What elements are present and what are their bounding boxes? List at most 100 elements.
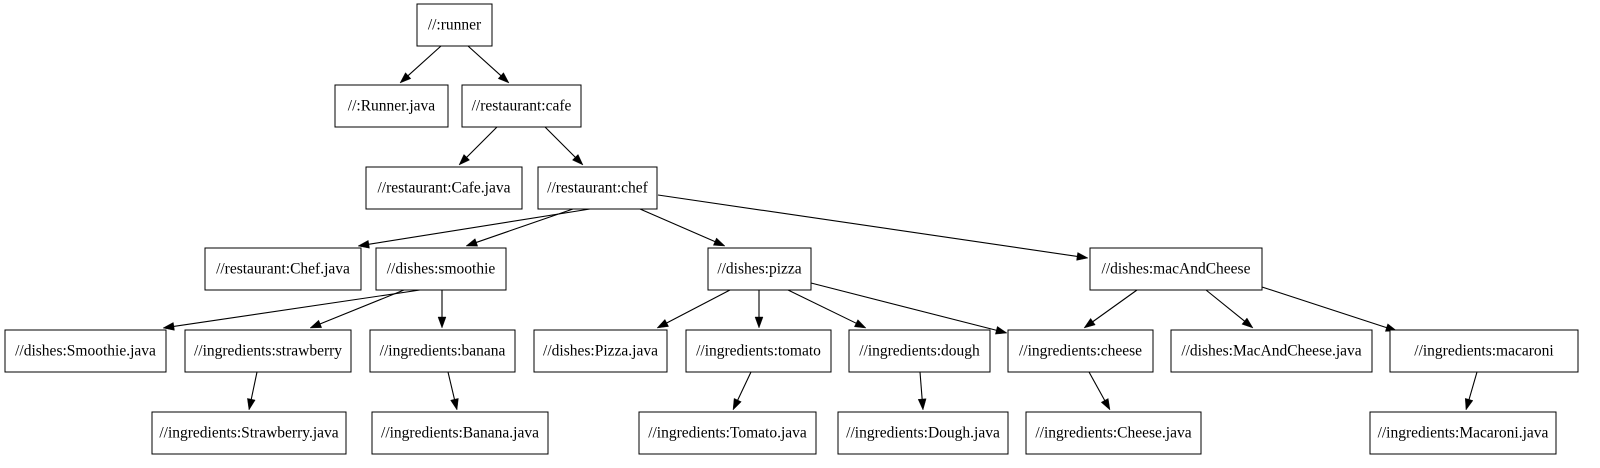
node-label: //restaurant:Cafe.java (378, 180, 511, 197)
edge-line (639, 208, 717, 243)
graph-node-ing_strawberry[interactable]: //ingredients:strawberry (184, 329, 352, 373)
node-label: //ingredients:cheese (1019, 343, 1142, 360)
edge-arrowhead (450, 398, 459, 411)
graph-node-ing_tomato[interactable]: //ingredients:tomato (685, 329, 832, 373)
node-label: //restaurant:cafe (472, 98, 572, 115)
graph-node-cheese_java[interactable]: //ingredients:Cheese.java (1025, 411, 1202, 455)
graph-node-ing_banana[interactable]: //ingredients:banana (369, 329, 516, 373)
graph-edge (309, 289, 405, 329)
edge-arrowhead (854, 319, 867, 329)
node-box[interactable] (375, 247, 507, 291)
node-box[interactable] (1007, 329, 1154, 373)
node-box[interactable] (848, 329, 991, 373)
node-box[interactable] (334, 84, 449, 128)
graph-node-runner_java[interactable]: //:Runner.java (334, 84, 449, 128)
nodes-layer: //:runner //:Runner.java //restaurant:cafe… (4, 3, 1579, 455)
graph-edge (732, 371, 752, 411)
edge-arrowhead (995, 326, 1008, 335)
graph-node-banana_java[interactable]: //ingredients:Banana.java (371, 411, 549, 455)
edge-line (1467, 371, 1478, 402)
graph-edge (162, 289, 421, 331)
node-label: //restaurant:Chef.java (216, 261, 350, 278)
graph-node-pizza_java[interactable]: //dishes:Pizza.java (533, 329, 668, 373)
graph-edge (467, 45, 510, 84)
node-box[interactable] (533, 329, 668, 373)
node-label: //dishes:smoothie (387, 261, 496, 278)
node-box[interactable] (371, 411, 549, 455)
node-label: //ingredients:Dough.java (846, 425, 1000, 442)
graph-node-cafe_java[interactable]: //restaurant:Cafe.java (365, 166, 523, 210)
node-label: //dishes:Smoothie.java (15, 343, 156, 360)
graph-node-runner[interactable]: //:runner (416, 3, 493, 47)
graph-node-ing_macaroni[interactable]: //ingredients:macaroni (1389, 329, 1579, 373)
edge-arrowhead (1241, 317, 1254, 329)
graph-edge (1261, 286, 1398, 332)
graph-edge (399, 45, 442, 84)
edge-line (464, 126, 498, 160)
node-box[interactable] (184, 329, 352, 373)
graph-node-ing_dough[interactable]: //ingredients:dough (848, 329, 991, 373)
graph-node-tomato_java[interactable]: //ingredients:Tomato.java (638, 411, 817, 455)
graph-node-restaurant_cafe[interactable]: //restaurant:cafe (461, 84, 582, 128)
edge-arrowhead (1464, 398, 1474, 411)
node-box[interactable] (1369, 411, 1557, 455)
graph-node-dishes_macncheese[interactable]: //dishes:macAndCheese (1089, 247, 1263, 291)
graph-edge (1083, 289, 1138, 329)
node-label: //restaurant:chef (547, 180, 649, 197)
edge-arrowhead (1076, 252, 1089, 261)
node-box[interactable] (685, 329, 832, 373)
node-box[interactable] (4, 329, 167, 373)
node-label: //dishes:macAndCheese (1102, 261, 1251, 278)
edge-line (250, 371, 258, 402)
edge-arrowhead (1083, 317, 1096, 329)
edge-line (447, 371, 456, 402)
node-box[interactable] (1170, 329, 1373, 373)
node-box[interactable] (1089, 247, 1263, 291)
node-box[interactable] (837, 411, 1009, 455)
graph-node-dishes_smoothie[interactable]: //dishes:smoothie (375, 247, 507, 291)
node-box[interactable] (638, 411, 817, 455)
edge-arrowhead (458, 154, 470, 166)
graph-edge (1088, 371, 1111, 411)
graph-node-dishes_pizza[interactable]: //dishes:pizza (707, 247, 812, 291)
edge-line (810, 282, 999, 332)
graph-node-smoothie_java[interactable]: //dishes:Smoothie.java (4, 329, 167, 373)
edge-arrowhead (713, 237, 726, 247)
graph-node-macaroni_java[interactable]: //ingredients:Macaroni.java (1369, 411, 1557, 455)
graph-node-macncheese_java[interactable]: //dishes:MacAndCheese.java (1170, 329, 1373, 373)
node-box[interactable] (1389, 329, 1579, 373)
graph-edge (247, 371, 258, 411)
node-label: //:runner (428, 17, 482, 34)
edge-line (664, 289, 731, 325)
graph-edge (657, 194, 1089, 261)
node-box[interactable] (365, 166, 523, 210)
graph-node-restaurant_chef[interactable]: //restaurant:chef (537, 166, 658, 210)
node-box[interactable] (369, 329, 516, 373)
graph-node-dough_java[interactable]: //ingredients:Dough.java (837, 411, 1009, 455)
graph-edge (754, 290, 764, 329)
node-box[interactable] (416, 3, 493, 47)
graph-edge (458, 126, 498, 166)
node-label: //dishes:pizza (717, 261, 801, 278)
graph-edge (1205, 289, 1254, 329)
graph-edge (917, 371, 927, 411)
node-box[interactable] (1025, 411, 1202, 455)
graph-node-strawberry_java[interactable]: //ingredients:Strawberry.java (151, 411, 347, 455)
edge-arrowhead (656, 319, 669, 329)
node-box[interactable] (204, 247, 362, 291)
node-label: //ingredients:macaroni (1414, 343, 1554, 360)
graph-edge (357, 208, 591, 249)
edge-line (919, 371, 923, 402)
graph-node-ing_cheese[interactable]: //ingredients:cheese (1007, 329, 1154, 373)
edge-line (1090, 289, 1138, 324)
graph-edge (465, 208, 574, 247)
edge-line (318, 289, 405, 326)
node-box[interactable] (707, 247, 812, 291)
node-box[interactable] (461, 84, 582, 128)
node-box[interactable] (151, 411, 347, 455)
edge-line (406, 45, 442, 78)
node-box[interactable] (537, 166, 658, 210)
graph-node-chef_java[interactable]: //restaurant:Chef.java (204, 247, 362, 291)
